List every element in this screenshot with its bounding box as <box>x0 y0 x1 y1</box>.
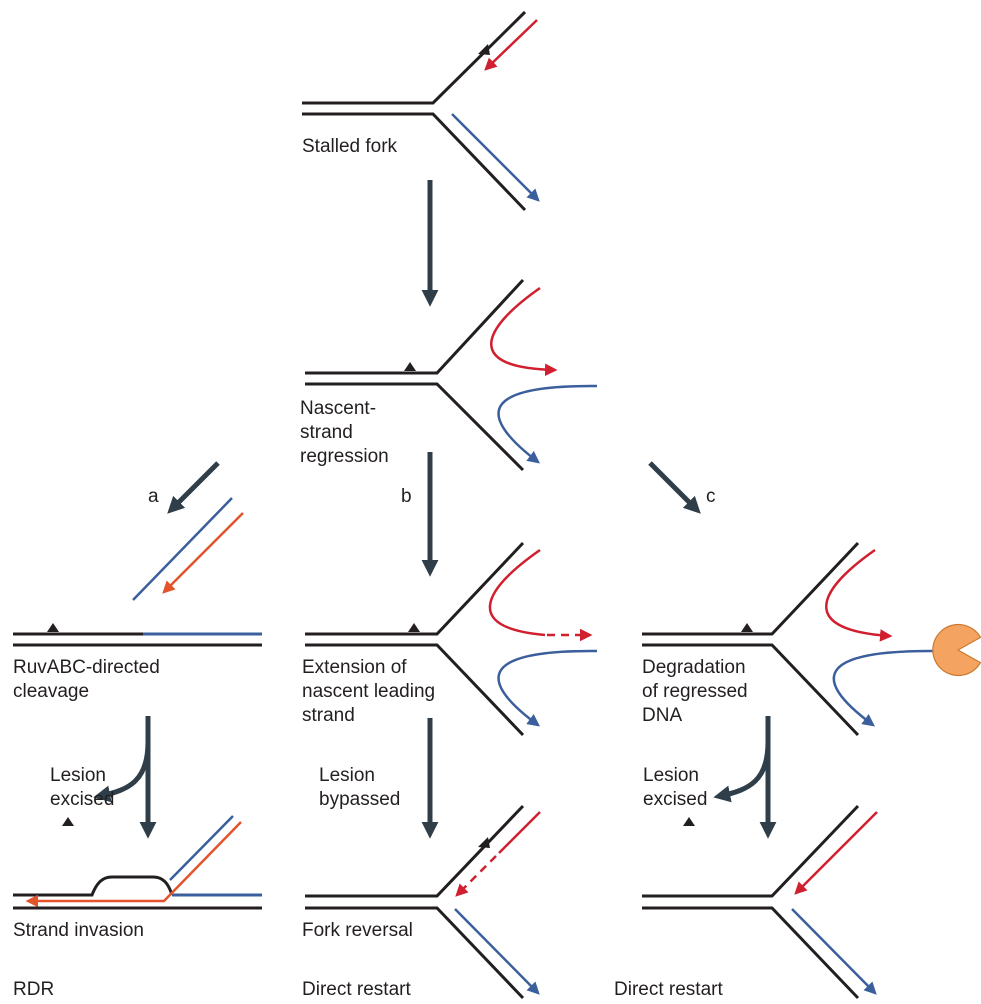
label-nascent-2: strand <box>300 422 353 443</box>
flow-arrow-a <box>167 461 220 514</box>
label-nascent-1: Nascent- <box>300 398 376 419</box>
label-ruv-2: cleavage <box>13 681 89 702</box>
label-path-a: a <box>148 486 159 507</box>
label-direct-restart-c: Direct restart <box>614 979 723 1000</box>
label-ext-3: strand <box>302 705 355 726</box>
lesion-icon <box>404 362 416 371</box>
pacman-exonuclease-icon <box>932 623 981 677</box>
label-bypassed-1: Lesion <box>319 765 375 786</box>
label-excised-c-2: excised <box>643 789 707 810</box>
flow-arrow-excise-a <box>93 730 151 803</box>
direct-restart-fork <box>642 804 878 1000</box>
label-deg-1: Degradation <box>642 657 746 678</box>
lesion-icon <box>683 817 695 826</box>
label-ext-1: Extension of <box>302 657 407 678</box>
regressed-fork <box>305 278 598 472</box>
lesion-icon <box>741 623 753 632</box>
label-fork-reversal: Fork reversal <box>302 920 413 941</box>
lesion-icon <box>478 44 490 55</box>
flow-arrow-excise-c <box>713 730 771 803</box>
label-deg-3: DNA <box>642 705 682 726</box>
label-excised-a-2: excised <box>50 789 114 810</box>
label-bypassed-2: bypassed <box>319 789 400 810</box>
strand-invasion <box>13 815 262 910</box>
flow-arrow-c <box>648 461 701 514</box>
fork-reversal <box>305 804 541 1000</box>
regressed-dna-degradation <box>642 541 981 737</box>
label-direct-restart-b: Direct restart <box>302 979 411 1000</box>
label-excised-a-1: Lesion <box>50 765 106 786</box>
label-stalled-fork: Stalled fork <box>302 136 398 157</box>
label-path-b: b <box>401 486 412 507</box>
ruvabc-cleavage <box>13 497 262 647</box>
stalled-fork <box>302 10 540 212</box>
label-nascent-3: regression <box>300 446 389 467</box>
lesion-icon <box>62 817 74 826</box>
lesion-icon <box>408 623 420 632</box>
label-path-c: c <box>706 486 716 507</box>
label-ruv-1: RuvABC-directed <box>13 657 160 678</box>
lesion-icon <box>478 837 490 848</box>
leading-strand-extension <box>305 541 598 737</box>
label-excised-c-1: Lesion <box>643 765 699 786</box>
label-deg-2: of regressed <box>642 681 748 702</box>
label-ext-2: nascent leading <box>302 681 435 702</box>
label-strand-invasion: Strand invasion <box>13 920 144 941</box>
lesion-icon <box>47 623 59 632</box>
label-rdr: RDR <box>13 979 54 1000</box>
